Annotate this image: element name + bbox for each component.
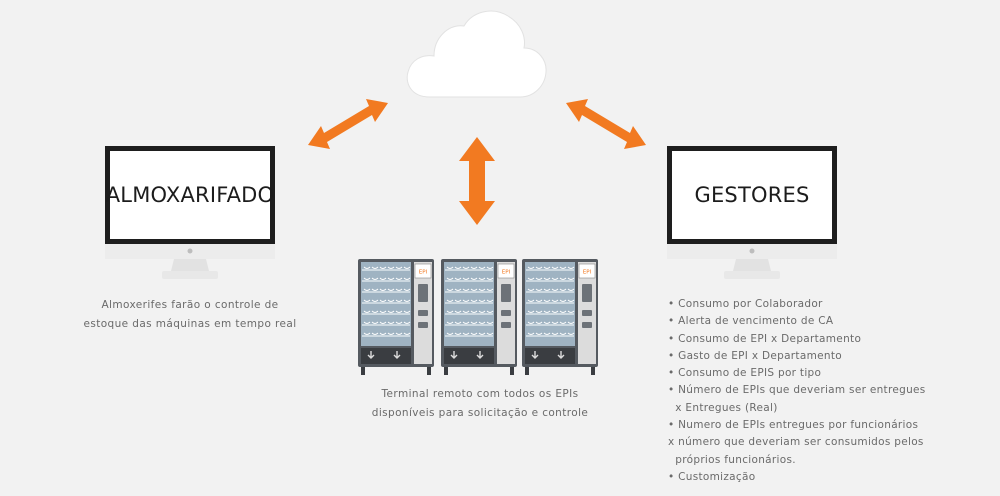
caption-line: Almoxerifes farão o controle de	[101, 299, 279, 311]
caption-line: disponíveis para solicitação e controle	[371, 407, 589, 419]
list-item: • Alerta de vencimento de CA	[668, 315, 834, 328]
list-item: • Consumo de EPI x Departamento	[668, 332, 862, 345]
vending-machine-icon: EPI	[441, 259, 517, 375]
caption-line: estoque das máquinas em tempo real	[83, 318, 297, 330]
monitor-icon	[667, 146, 837, 279]
list-item: x número que deveriam ser consumidos pel…	[668, 436, 924, 449]
list-item: • Consumo de EPIS por tipo	[668, 367, 822, 380]
double-arrow-icon	[566, 99, 646, 149]
list-item: próprios funcionários.	[668, 453, 796, 466]
machine-screen-label: EPI	[419, 270, 428, 276]
list-item: • Gasto de EPI x Departamento	[668, 349, 842, 362]
cloud-icon	[406, 10, 547, 98]
monitor-label-gestores: GESTORES	[694, 183, 810, 207]
list-item: x Entregues (Real)	[668, 401, 778, 414]
gestores-feature-list: • Consumo por Colaborador • Alerta de ve…	[668, 296, 998, 486]
list-item: • Customização	[668, 470, 756, 483]
list-item: • Consumo por Colaborador	[668, 298, 823, 310]
list-item: • Numero de EPIs entregues por funcionár…	[668, 419, 919, 432]
vending-machine-icon: EPI	[522, 259, 598, 375]
almoxarifado-caption: Almoxerifes farão o controle de estoque …	[60, 296, 320, 334]
vending-machine-icon: EPI	[358, 259, 434, 375]
caption-line: Terminal remoto com todos os EPIs	[381, 388, 579, 400]
monitor-label-almoxarifado: ALMOXARIFADO	[105, 183, 275, 207]
machine-screen-label: EPI	[502, 270, 511, 276]
terminal-caption: Terminal remoto com todos os EPIs dispon…	[340, 385, 620, 423]
monitor-icon	[105, 146, 275, 279]
list-item: • Número de EPIs que deveriam ser entreg…	[668, 384, 926, 397]
double-arrow-icon	[308, 99, 388, 149]
double-arrow-icon	[459, 137, 495, 225]
machine-screen-label: EPI	[583, 270, 592, 276]
